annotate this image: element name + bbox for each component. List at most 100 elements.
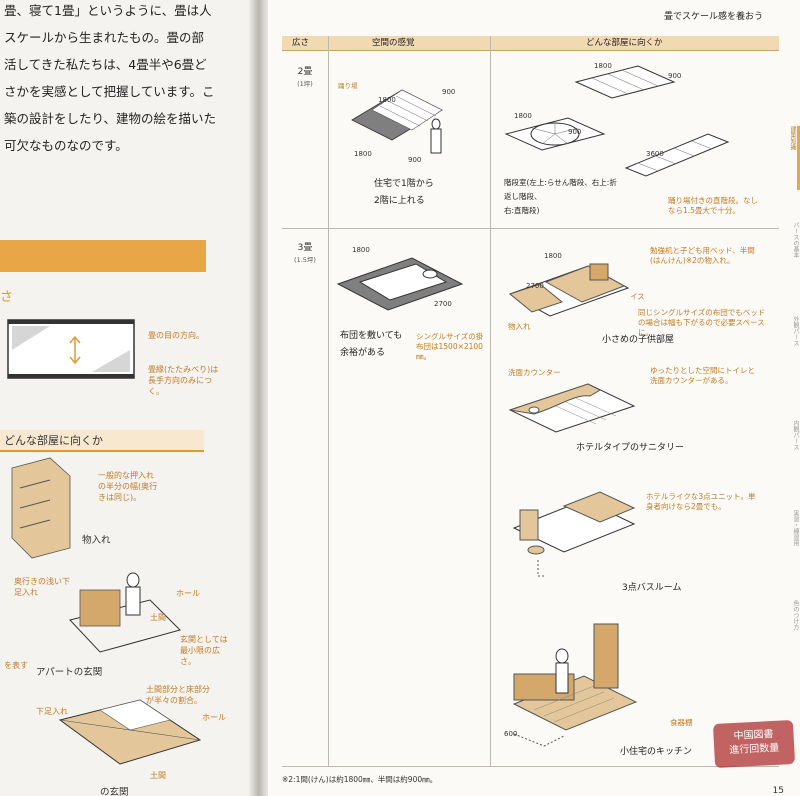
row1-room-caption: 階段室(左上:らせん階段、右上:折返し階段、 右:直階段) [504,176,624,218]
side-tab-1: 建築知識 [777,126,800,190]
right-page: 畳でスケール感を養おう 広さ 空間の感覚 どんな部屋に向くか 2畳 (1坪) 踊… [268,0,800,796]
row1-size-sub: (1坪) [297,80,313,88]
genkan-note-5: を表す [4,661,28,670]
genkan-note-4: 土間 [150,613,166,622]
genkan-label: アパートの玄関 [36,667,103,678]
intro-line-2: スケールから生まれたもの。畳の部 [4,30,205,45]
row2-size-main: 3畳 [297,243,313,253]
kitchen-note: 食器棚 [670,718,693,727]
page-number: 15 [772,786,784,796]
genkan-floor-illustration [58,699,202,765]
row1-sense-caption: 住宅で1階から 2階に上れる [374,176,434,210]
child-note-1: 勉強机と子ども用ベッド、半間(はんけん)※2の物入れ。 [650,246,755,265]
row1-size: 2畳 (1坪) [282,64,328,88]
sanitary-note-1: 洗面カウンター [508,368,561,377]
row2-dim-2: 2700 [434,300,452,308]
genkan-note-1: 奥行きの浅い下足入れ [14,577,70,597]
header-size: 広さ [292,38,310,48]
row1-room-caption-2: 右:直階段) [504,206,540,215]
left-page: 畳、寝て1畳」というように、畳は人 スケールから生まれたもの。畳の部 活してきた… [0,0,258,796]
bottom-note-4: 土間 [150,771,166,780]
row1-dim-3: 1800 [354,150,372,158]
table-header: 広さ 空間の感覚 どんな部屋に向くか [282,36,779,51]
running-head: 畳でスケール感を養おう [663,12,763,22]
side-tab-4: 内観パース [792,420,799,450]
child-room-diagram [508,263,630,317]
intro-line-1: 畳、寝て1畳」というように、畳は人 [4,3,212,18]
sanitary-note-2: ゆったりとした空間にトイレと洗面カウンターがある。 [650,366,755,385]
row1-dim-1: 1800 [378,96,396,104]
child-room-label: 小さめの子供部屋 [602,335,675,345]
row1-room-dim-3: 1800 [514,112,532,120]
row2-size: 3畳 (1.5坪) [282,240,328,264]
bath-label: 3点バスルーム [622,583,682,593]
child-note-2: イス [630,292,645,301]
landing-stair-diagram [351,89,443,154]
tatami-note-1: 畳の目の方向。 [148,331,204,340]
genkan-illustration [69,572,181,653]
genkan-note-3: 玄関としては最小限の広さ。 [180,635,228,666]
oshiire-note: 一般的な押入れの半分の幅(奥行きは同じ)。 [98,471,158,502]
child-dim-2: 2700 [526,282,544,290]
bath-note: ホテルライクな3点ユニット。単身者向けなら2畳でも。 [646,492,756,511]
closet-illustration [11,457,71,559]
row1-room-dim-1: 1800 [594,62,612,70]
header-sense: 空間の感覚 [372,38,415,48]
side-tab-3: 外観パース [792,316,799,346]
watermark-line-2: 進行回数量 [729,742,780,757]
intro-line-6: 可欠なものなのです。 [4,138,128,153]
row1-dim-4: 900 [408,156,422,164]
sanitary-diagram [508,383,636,433]
row2-sense-caption-2: 余裕がある [340,348,386,358]
bottom-note-3: ホール [202,713,226,722]
section-char: さ [0,290,14,305]
bathroom-diagram [512,491,636,577]
row1-sense-note: 踊り場 [338,82,358,90]
footnote: ※2:1間(けん)は約1800㎜、半間は約900㎜。 [282,775,438,784]
watermark-stamp: 中国図書 進行回数量 [712,719,796,769]
kitchen-diagram [512,623,638,747]
side-tab-6: 色のつけ方 [792,600,799,630]
section-bar [0,240,206,272]
child-dim-1: 1800 [544,252,562,260]
row2-size-sub: (1.5坪) [294,256,316,264]
kitchen-label: 小住宅のキッチン [620,747,693,757]
row1-room-dim-5: 3600 [646,150,664,158]
col-divider-1 [328,36,329,766]
left-banner: どんな部屋に向くか [0,430,204,452]
row2-dim-1: 1800 [352,246,370,254]
row1-room-dim-2: 900 [668,72,682,80]
col-divider-2 [490,36,491,766]
kitchen-dim: 600 [504,730,518,738]
row2-sense-caption: 布団を敷いても 余裕がある [340,328,402,362]
tatami-diagram [7,319,135,379]
intro-line-4: さかを実感として把握しています。こ [4,84,215,99]
child-note-4: 物入れ [508,322,531,331]
row1-room-dim-4: 900 [568,128,582,136]
intro-line-3: 活してきた私たちは、4畳半や6畳ど [4,57,207,72]
header-room: どんな部屋に向くか [586,38,663,48]
bottom-label: の玄関 [100,787,129,796]
row1-size-main: 2畳 [297,67,313,77]
side-tab-2: パースの基本 [792,222,799,258]
bottom-note-1: 下足入れ [36,707,68,716]
stairwell-diagrams [504,65,730,177]
futon-diagram [336,257,464,311]
genkan-note-2: ホール [176,589,200,598]
bottom-note-2: 土間部分と床部分が半々の割合。 [146,685,210,705]
row1-sense-caption-1: 住宅で1階から [374,179,434,189]
tatami-note-2: 畳縁(たたみべり)は長手方向のみにつく。 [148,365,219,396]
row2-sense-caption-1: 布団を敷いても [340,331,403,341]
child-note-3: 同じシングルサイズの布団でもベッドの場合は幅も下がるので必要スペースに。 [638,308,766,337]
row2-sense-note: シングルサイズの掛布団は1500×2100㎜。 [416,332,484,361]
sanitary-label: ホテルタイプのサニタリー [576,443,685,453]
row-divider [282,228,779,229]
row1-room-caption-1: 階段室(左上:らせん階段、右上:折返し階段、 [504,178,617,201]
side-tab-5: 実習・練習用 [792,510,799,546]
table-bottom [282,766,779,767]
row1-room-note: 踊り場付きの直階段。なしなら1.5畳大で十分。 [668,196,758,215]
oshiire-label: 物入れ [82,535,111,546]
row1-dim-2: 900 [442,88,456,96]
intro-line-5: 築の設計をしたり、建物の絵を描いた [4,111,217,126]
row1-sense-caption-2: 2階に上れる [374,196,425,206]
